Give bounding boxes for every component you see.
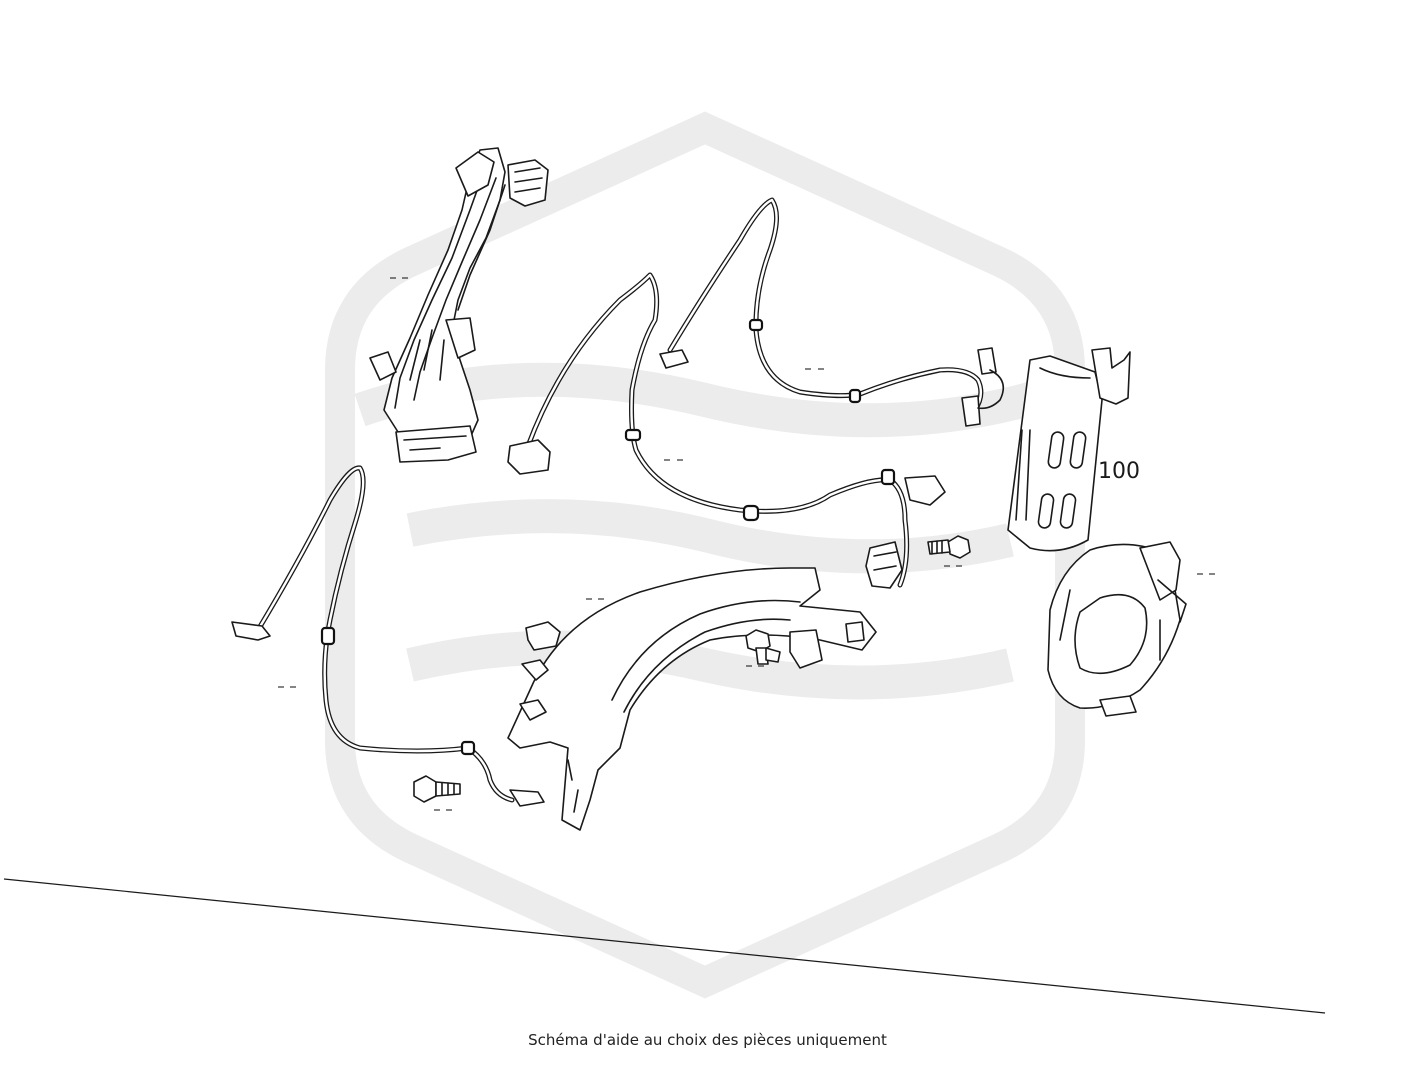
- wiring-harness-c[interactable]: [231, 465, 545, 807]
- bolt-lower-center[interactable]: [745, 629, 781, 665]
- upper-bracket-assembly[interactable]: [369, 147, 549, 463]
- diagram-caption: Schéma d'aide au choix des pièces unique…: [528, 1031, 887, 1049]
- right-housing-bracket[interactable]: [1047, 541, 1187, 717]
- ground-line: [3, 878, 1326, 1014]
- slotted-tube-part[interactable]: [1007, 347, 1131, 552]
- bolt-lower-left[interactable]: [413, 775, 461, 803]
- curved-lower-bracket[interactable]: [507, 567, 877, 831]
- bolt-right[interactable]: [927, 535, 971, 559]
- callout-label-100: 100: [1098, 459, 1140, 484]
- wiring-harness-b[interactable]: [659, 197, 1005, 427]
- wiring-harness-a[interactable]: [507, 272, 946, 589]
